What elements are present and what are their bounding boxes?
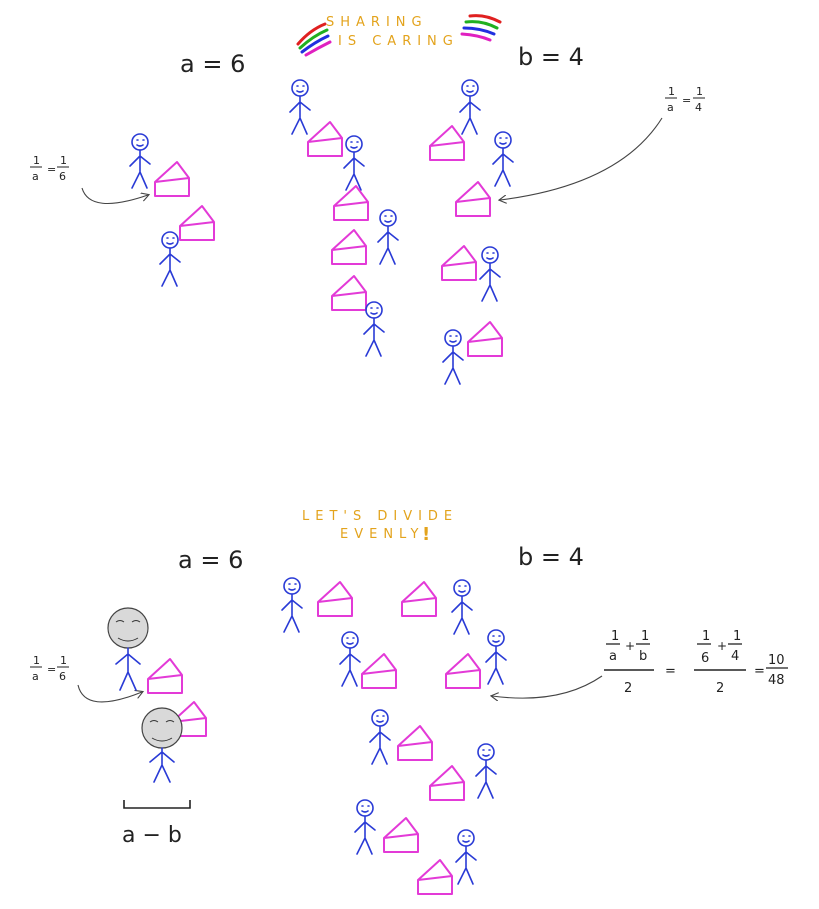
rainbow-left-icon (296, 22, 332, 57)
cake-slice-icon (383, 817, 419, 853)
banner-is-caring: IS CARING (338, 34, 459, 49)
fraction-left-top: 1 a = 1 6 (30, 154, 69, 183)
stick-figure-icon (369, 709, 391, 765)
stick-figure-icon (363, 301, 385, 357)
stick-figure-icon (159, 231, 181, 287)
stick-figure-icon (129, 133, 151, 189)
banner-evenly: EVENLY (340, 527, 425, 542)
average-formula: 1 a + 1 b 2 = 1 6 + 1 4 2 = 10 48 (604, 629, 788, 696)
svg-text:+: + (717, 639, 727, 653)
stick-figure-icon (339, 631, 361, 687)
stick-figure-icon (281, 577, 303, 633)
forever-alone-face-icon (107, 607, 149, 649)
svg-text:1: 1 (33, 654, 40, 667)
svg-text:1: 1 (60, 154, 67, 167)
svg-text:1: 1 (611, 629, 619, 644)
cake-slice-icon (317, 581, 353, 617)
cake-slice-icon (331, 229, 367, 265)
bottom-panel: LET'S DIVIDE EVENLY ! a = 6 b = 4 1 a = … (30, 509, 788, 895)
bracket-icon (123, 800, 191, 809)
forever-alone-figure-1 (107, 607, 149, 691)
svg-text:48: 48 (768, 673, 785, 688)
stick-figure-icon (442, 329, 464, 385)
cake-slice-icon (179, 205, 215, 241)
cake-slice-icon (445, 653, 481, 689)
curved-arrow-icon (492, 675, 603, 698)
forever-alone-face-icon (141, 707, 183, 749)
a-equals-label: a = 6 (180, 50, 245, 78)
curved-arrow-icon (77, 684, 142, 703)
banner-sharing: SHARING (326, 15, 428, 30)
svg-text:1: 1 (60, 654, 67, 667)
svg-text:=: = (682, 94, 691, 107)
svg-text:a: a (32, 670, 39, 683)
stick-figure-icon (479, 246, 501, 302)
svg-text:4: 4 (731, 649, 739, 664)
svg-text:10: 10 (768, 653, 785, 668)
svg-text:4: 4 (695, 101, 702, 114)
svg-text:6: 6 (59, 170, 66, 183)
cake-slice-icon (429, 765, 465, 801)
stick-figure-icon (343, 135, 365, 191)
svg-text:2: 2 (624, 681, 632, 696)
stick-figure-icon (475, 743, 497, 799)
curved-arrow-icon (500, 117, 663, 200)
b-equals-label: b = 4 (518, 43, 584, 71)
cake-slice-icon (361, 653, 397, 689)
svg-text:a: a (32, 170, 39, 183)
svg-text:a: a (609, 649, 617, 664)
cake-slice-icon (417, 859, 453, 895)
exclaim-mark: ! (422, 524, 430, 545)
top-panel: SHARING IS CARING a = 6 b = 4 1 a = 1 6 … (30, 14, 705, 385)
stick-figure-icon (492, 131, 514, 187)
cake-slice-icon (429, 125, 465, 161)
stick-figure-icon (455, 829, 477, 885)
cake-slice-icon (455, 181, 491, 217)
cake-slice-icon (441, 245, 477, 281)
svg-text:+: + (625, 639, 635, 653)
stick-figure-icon (289, 79, 311, 135)
fraction-right-top: 1 a = 1 4 (665, 85, 705, 114)
svg-text:b: b (639, 649, 647, 664)
curved-arrow-icon (81, 187, 148, 205)
svg-text:6: 6 (701, 651, 709, 666)
svg-text:1: 1 (33, 154, 40, 167)
svg-text:1: 1 (668, 85, 675, 98)
cake-slice-icon (333, 185, 369, 221)
forever-alone-figure-2 (141, 707, 183, 783)
stick-figure-icon (485, 629, 507, 685)
stick-figure-icon (459, 79, 481, 135)
cake-slice-icon (147, 658, 183, 694)
svg-text:1: 1 (733, 629, 741, 644)
svg-text:=: = (47, 663, 56, 676)
stick-figure-icon (377, 209, 399, 265)
cake-slice-icon (401, 581, 437, 617)
a-minus-b-label: a − b (122, 823, 182, 848)
fraction-left-bottom: 1 a = 1 6 (30, 654, 69, 683)
svg-text:1: 1 (696, 85, 703, 98)
banner-lets-divide: LET'S DIVIDE (302, 509, 458, 524)
svg-text:a: a (667, 101, 674, 114)
cake-slice-icon (154, 161, 190, 197)
stick-figure-icon (354, 799, 376, 855)
cake-slice-icon (331, 275, 367, 311)
svg-text:=: = (665, 664, 676, 679)
svg-text:6: 6 (59, 670, 66, 683)
cake-slice-icon (307, 121, 343, 157)
b-equals-label: b = 4 (518, 543, 584, 571)
svg-text:=: = (754, 664, 765, 679)
svg-text:=: = (47, 163, 56, 176)
rainbow-right-icon (460, 14, 502, 42)
svg-text:1: 1 (641, 629, 649, 644)
svg-text:2: 2 (716, 681, 724, 696)
svg-text:1: 1 (702, 629, 710, 644)
a-equals-label: a = 6 (178, 546, 243, 574)
cake-slice-icon (397, 725, 433, 761)
stick-figure-icon (451, 579, 473, 635)
cake-slice-icon (467, 321, 503, 357)
